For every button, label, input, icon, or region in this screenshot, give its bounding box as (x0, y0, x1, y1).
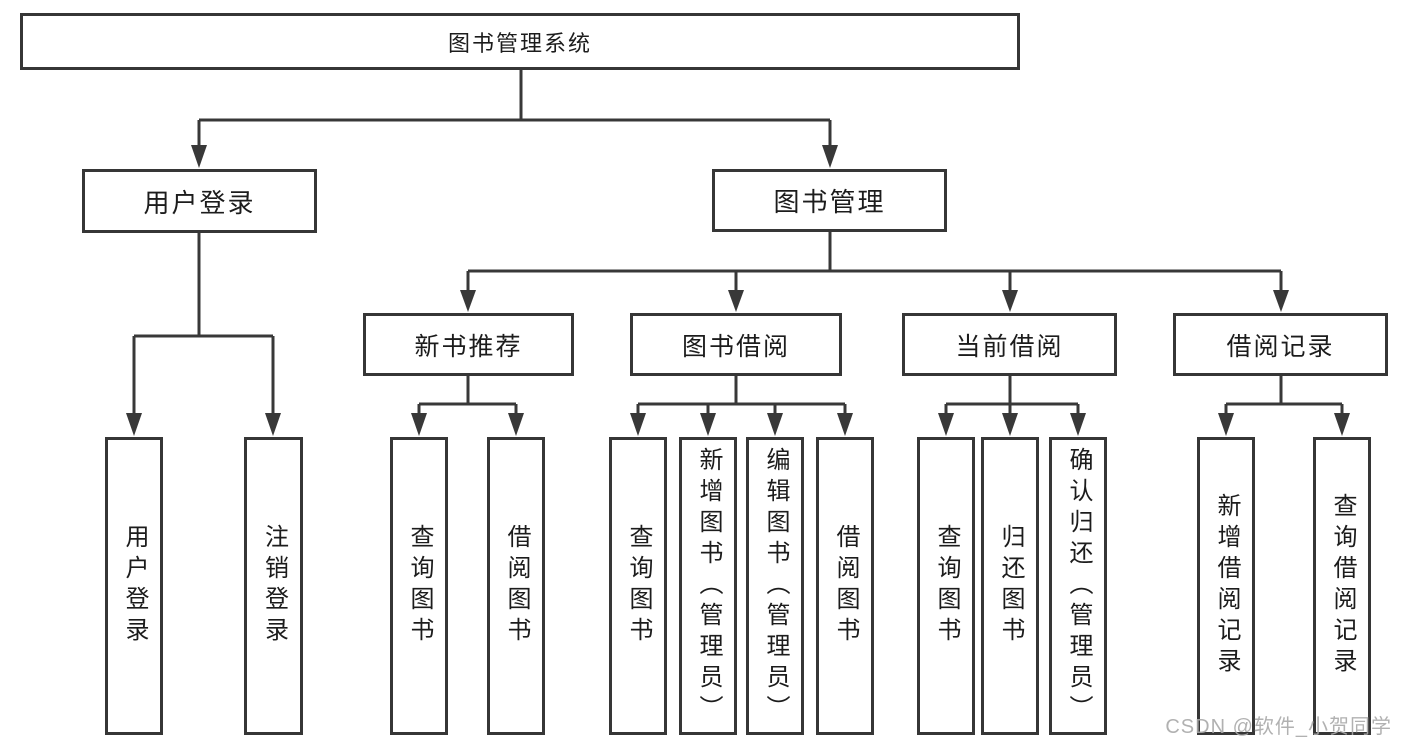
leaf-add-books-admin: 新增图书（管理员） (679, 437, 737, 735)
arrowhead-icons (126, 145, 1350, 436)
node-new-book-recommend: 新书推荐 (363, 313, 574, 376)
leaf-logout-login: 注销登录 (244, 437, 303, 735)
leaf-query-borrow-record: 查询借阅记录 (1313, 437, 1371, 735)
node-book-borrowing: 图书借阅 (630, 313, 842, 376)
node-book-management: 图书管理 (712, 169, 947, 232)
leaf-edit-books-admin: 编辑图书（管理员） (746, 437, 804, 735)
node-borrowing-records: 借阅记录 (1173, 313, 1388, 376)
leaf-return-books: 归还图书 (981, 437, 1039, 735)
node-current-borrowing: 当前借阅 (902, 313, 1117, 376)
leaf-user-login: 用户登录 (105, 437, 163, 735)
node-user-login: 用户登录 (82, 169, 317, 233)
leaf-query-books-recommend: 查询图书 (390, 437, 448, 735)
node-library-system: 图书管理系统 (20, 13, 1020, 70)
leaf-borrow-books-recommend: 借阅图书 (487, 437, 545, 735)
leaf-add-borrow-record: 新增借阅记录 (1197, 437, 1255, 735)
leaf-confirm-return-admin: 确认归还（管理员） (1049, 437, 1107, 735)
leaf-query-books-borrowing: 查询图书 (609, 437, 667, 735)
leaf-query-books-current: 查询图书 (917, 437, 975, 735)
watermark-text: CSDN @软件_小贺同学 (1165, 716, 1392, 738)
leaf-borrow-books-borrowing: 借阅图书 (816, 437, 874, 735)
